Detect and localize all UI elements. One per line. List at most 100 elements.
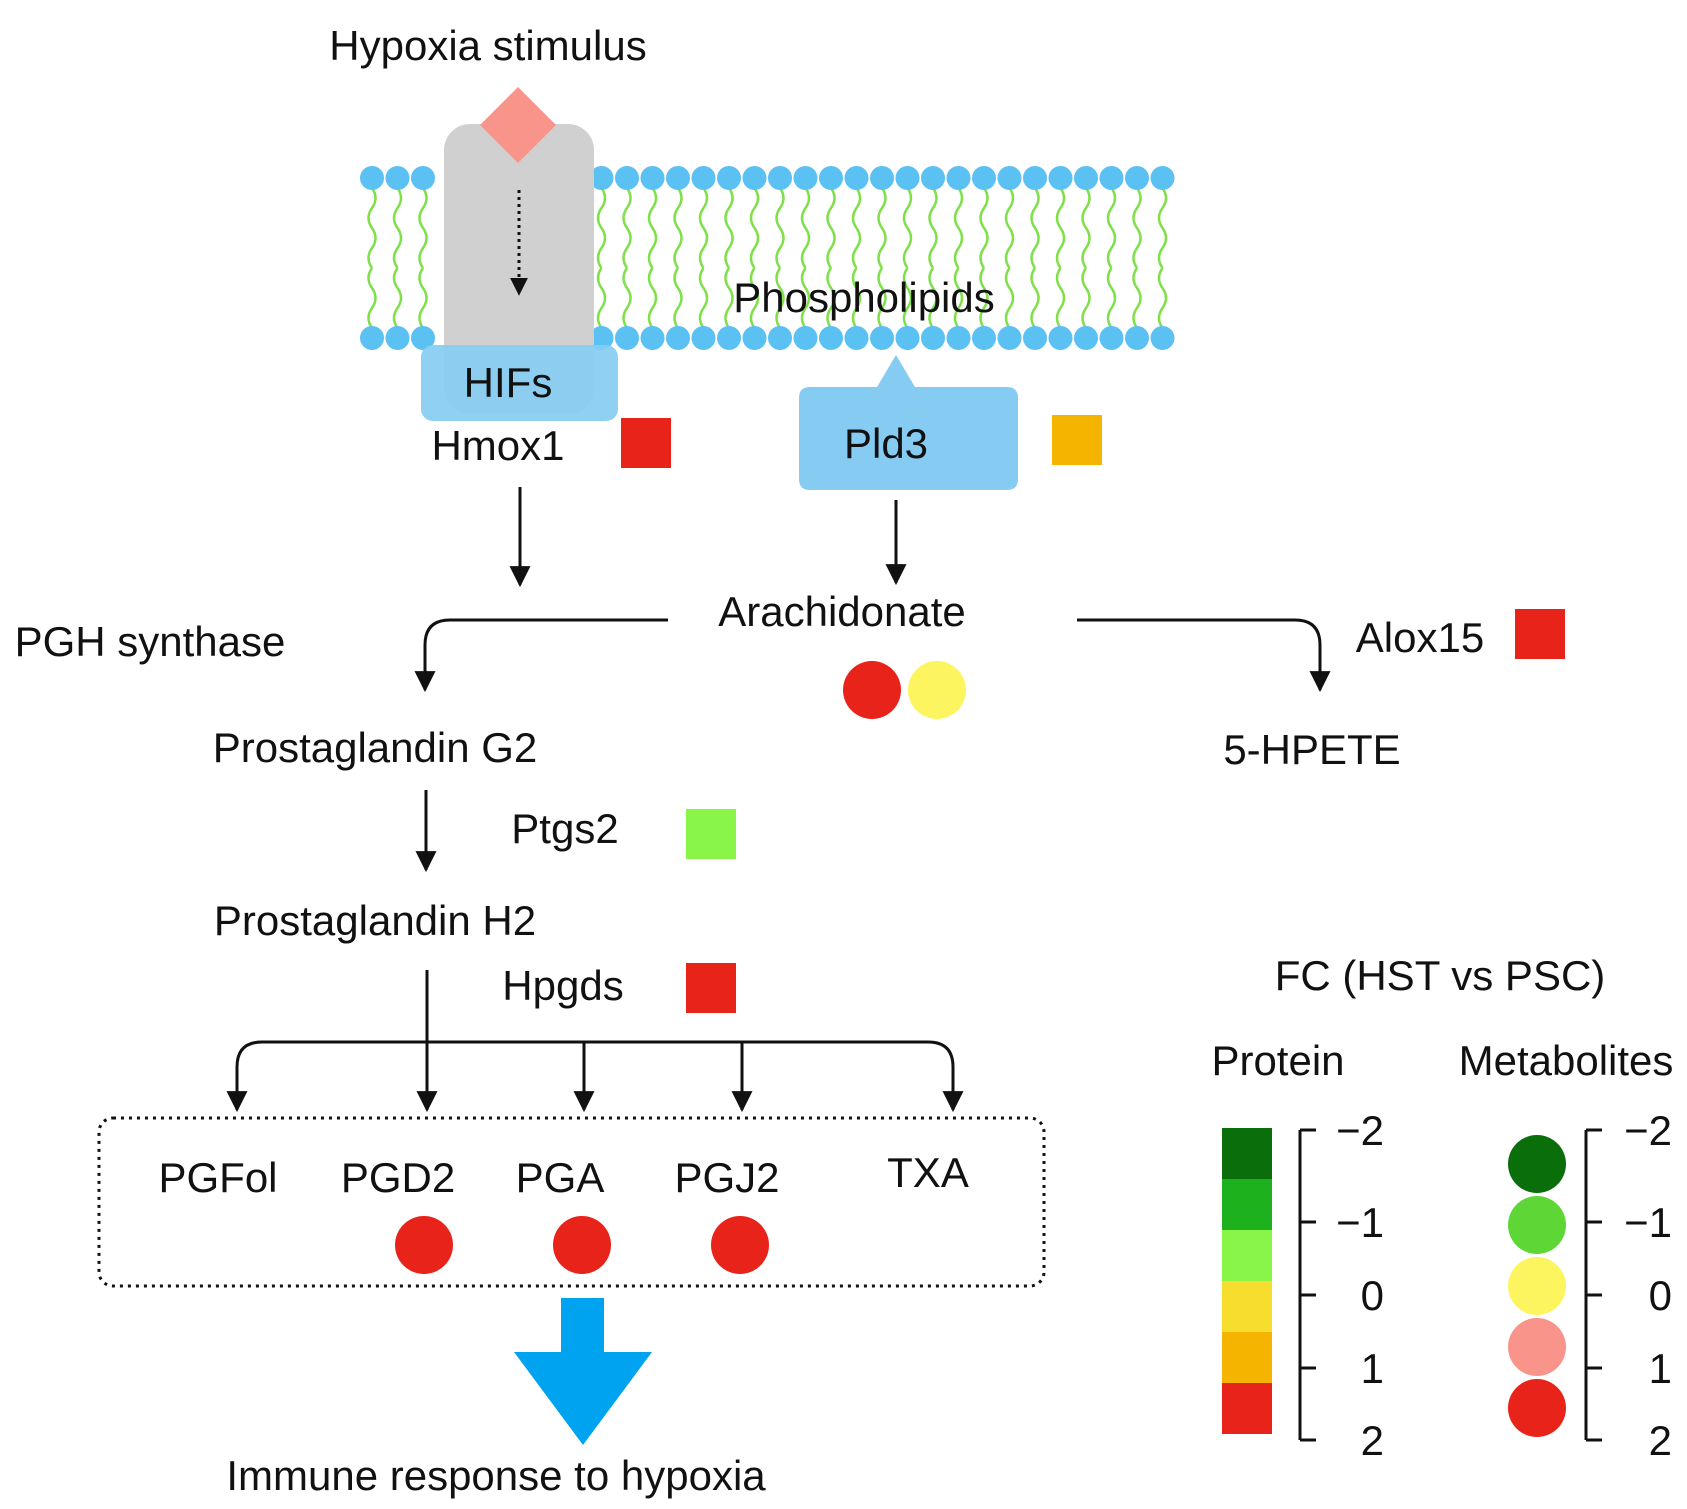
immune-response-label: Immune response to hypoxia [226, 1452, 766, 1499]
lipid-tail [1157, 187, 1168, 269]
lipid-tail [902, 267, 913, 329]
legend-metabolite-swatch [1508, 1379, 1566, 1437]
arachidonate-metabolite-marker-2 [908, 661, 966, 719]
lipid-head [640, 166, 665, 190]
hmox1-protein-marker [621, 418, 671, 468]
lipid-head [997, 326, 1022, 350]
legend-tick-label: 1 [1361, 1345, 1384, 1392]
lipid-tail [647, 267, 658, 329]
lipid-head [819, 166, 843, 190]
lipid-head [1074, 326, 1098, 350]
pga-label: PGA [516, 1154, 605, 1201]
hpgds-label: Hpgds [502, 962, 623, 1009]
legend-protein-swatch [1222, 1383, 1272, 1434]
lipid-tail [902, 187, 913, 269]
lipid-tail [1132, 187, 1142, 269]
lipid-head [997, 166, 1022, 190]
lipid-head [921, 326, 945, 350]
lipid-tail [1030, 267, 1040, 329]
lipid-tail [953, 187, 964, 269]
hifs-label: HIFs [464, 359, 553, 406]
lipid-tail [673, 187, 683, 269]
lipid-tail [877, 187, 887, 269]
legend-tick-label: −2 [1624, 1107, 1672, 1154]
lipid-tail [698, 267, 709, 329]
legend-protein-swatch [1222, 1332, 1272, 1383]
membrane-heads-upper [360, 166, 1175, 190]
legend-tick-label: −1 [1624, 1199, 1672, 1246]
legend-tick-label: −2 [1336, 1107, 1384, 1154]
lipid-tail [367, 187, 377, 269]
lipid-tail [979, 187, 989, 269]
immune-response-arrow [514, 1298, 652, 1445]
lipid-head [870, 166, 894, 190]
txa-label: TXA [887, 1149, 969, 1196]
lipid-tail [367, 267, 377, 329]
legend-protein-swatch [1222, 1179, 1272, 1230]
lipid-tail [1132, 267, 1142, 329]
pga-metabolite-marker [553, 1216, 611, 1274]
lipid-head [768, 326, 792, 350]
lipid-tail [724, 187, 734, 269]
lipid-head [768, 166, 792, 190]
pgd2-label: PGD2 [341, 1154, 455, 1201]
lipid-tail [851, 267, 862, 329]
lipid-head [385, 326, 410, 350]
lipid-tail [749, 267, 760, 329]
legend-metabolites-label: Metabolites [1459, 1037, 1674, 1084]
legend-protein-color-scale [1222, 1128, 1272, 1434]
lipid-head [921, 166, 945, 190]
lipid-tail [1157, 267, 1168, 329]
legend-metabolite-swatch [1508, 1318, 1566, 1376]
lipid-head [411, 166, 435, 190]
legend-protein-swatch [1222, 1281, 1272, 1332]
lipid-tail [928, 187, 938, 269]
legend-tick-label: 0 [1361, 1272, 1384, 1319]
lipid-head [1125, 326, 1149, 350]
arrow-to-pgg2 [414, 618, 668, 693]
legend-protein-swatch [1222, 1128, 1272, 1179]
legend-title: FC (HST vs PSC) [1275, 952, 1606, 999]
pgfol-label: PGFol [158, 1154, 277, 1201]
lipid-tail [1030, 187, 1040, 269]
lipid-tail [418, 187, 428, 269]
lipid-head [691, 326, 716, 350]
pld3-label: Pld3 [844, 420, 928, 467]
lipid-tail [418, 267, 428, 329]
lipid-head [666, 326, 690, 350]
lipid-head [615, 166, 639, 190]
lipid-tail [392, 187, 403, 269]
lipid-head [385, 166, 410, 190]
hpgds-protein-marker [686, 963, 736, 1013]
lipid-head [972, 166, 996, 190]
lipid-tail [1004, 187, 1015, 269]
legend-tick-label: 0 [1649, 1272, 1672, 1319]
lipid-head [589, 326, 614, 350]
lipid-head [360, 166, 384, 190]
legend-tick-label: 1 [1649, 1345, 1672, 1392]
lipid-tail [826, 267, 836, 329]
pgj2-metabolite-marker [711, 1216, 769, 1274]
pgg2-label: Prostaglandin G2 [213, 724, 538, 771]
lipid-head [640, 326, 665, 350]
lipid-head [895, 326, 920, 350]
lipid-head [1023, 166, 1047, 190]
lipid-head [844, 326, 869, 350]
lipid-head [717, 326, 741, 350]
lipid-tail [953, 267, 964, 329]
lipid-tail [596, 187, 607, 269]
lipid-tail [800, 187, 811, 269]
lipid-tail [851, 187, 862, 269]
lipid-head [819, 326, 843, 350]
lipid-head [615, 326, 639, 350]
lipid-head [666, 166, 690, 190]
lipid-tail [1106, 267, 1117, 329]
lipid-head [1048, 326, 1073, 350]
lipid-tail [775, 267, 785, 329]
lipid-head [691, 166, 716, 190]
lipid-head [742, 326, 767, 350]
pgj2-label: PGJ2 [674, 1154, 779, 1201]
lipid-head [411, 326, 435, 350]
